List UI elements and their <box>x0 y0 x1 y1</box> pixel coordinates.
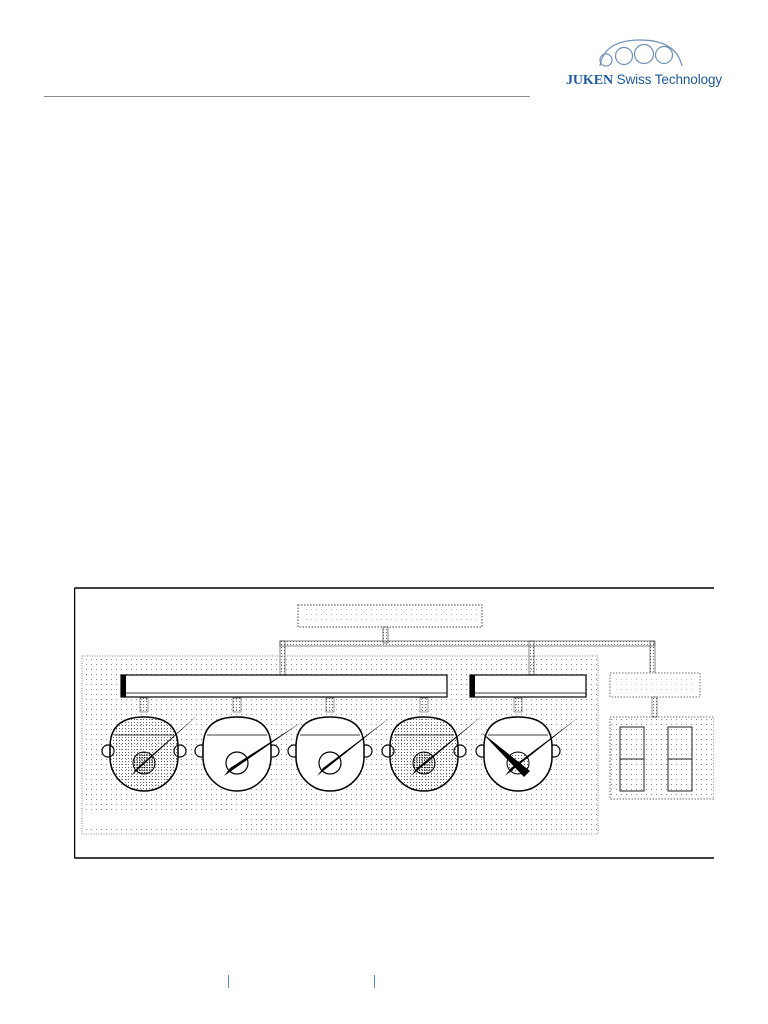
figure-frame <box>74 587 714 859</box>
motor-4-needle <box>411 714 484 776</box>
motor-driver-diagram <box>74 587 714 859</box>
footer-separator-2 <box>374 975 375 988</box>
juken-logo: JUKEN Swiss Technology <box>560 36 730 96</box>
segment-display-box <box>609 716 714 800</box>
header-rule <box>44 96 530 97</box>
brand-rest: Swiss Technology <box>612 72 723 87</box>
motor-1 <box>101 697 201 792</box>
brand-text: JUKEN Swiss Technology <box>566 72 722 89</box>
footer-separator-1 <box>228 975 229 988</box>
brand-bold: JUKEN <box>566 73 613 88</box>
driver-bar-small <box>469 674 587 698</box>
controller-box-inner <box>302 609 478 623</box>
motor-4 <box>381 697 484 792</box>
board-label-area <box>86 813 238 829</box>
motor-5-second-hand <box>481 732 530 777</box>
motor-2 <box>194 697 302 792</box>
juken-circles-icon <box>599 39 683 67</box>
seven-segment-digits <box>619 726 693 792</box>
driver-bar-large <box>120 674 448 698</box>
